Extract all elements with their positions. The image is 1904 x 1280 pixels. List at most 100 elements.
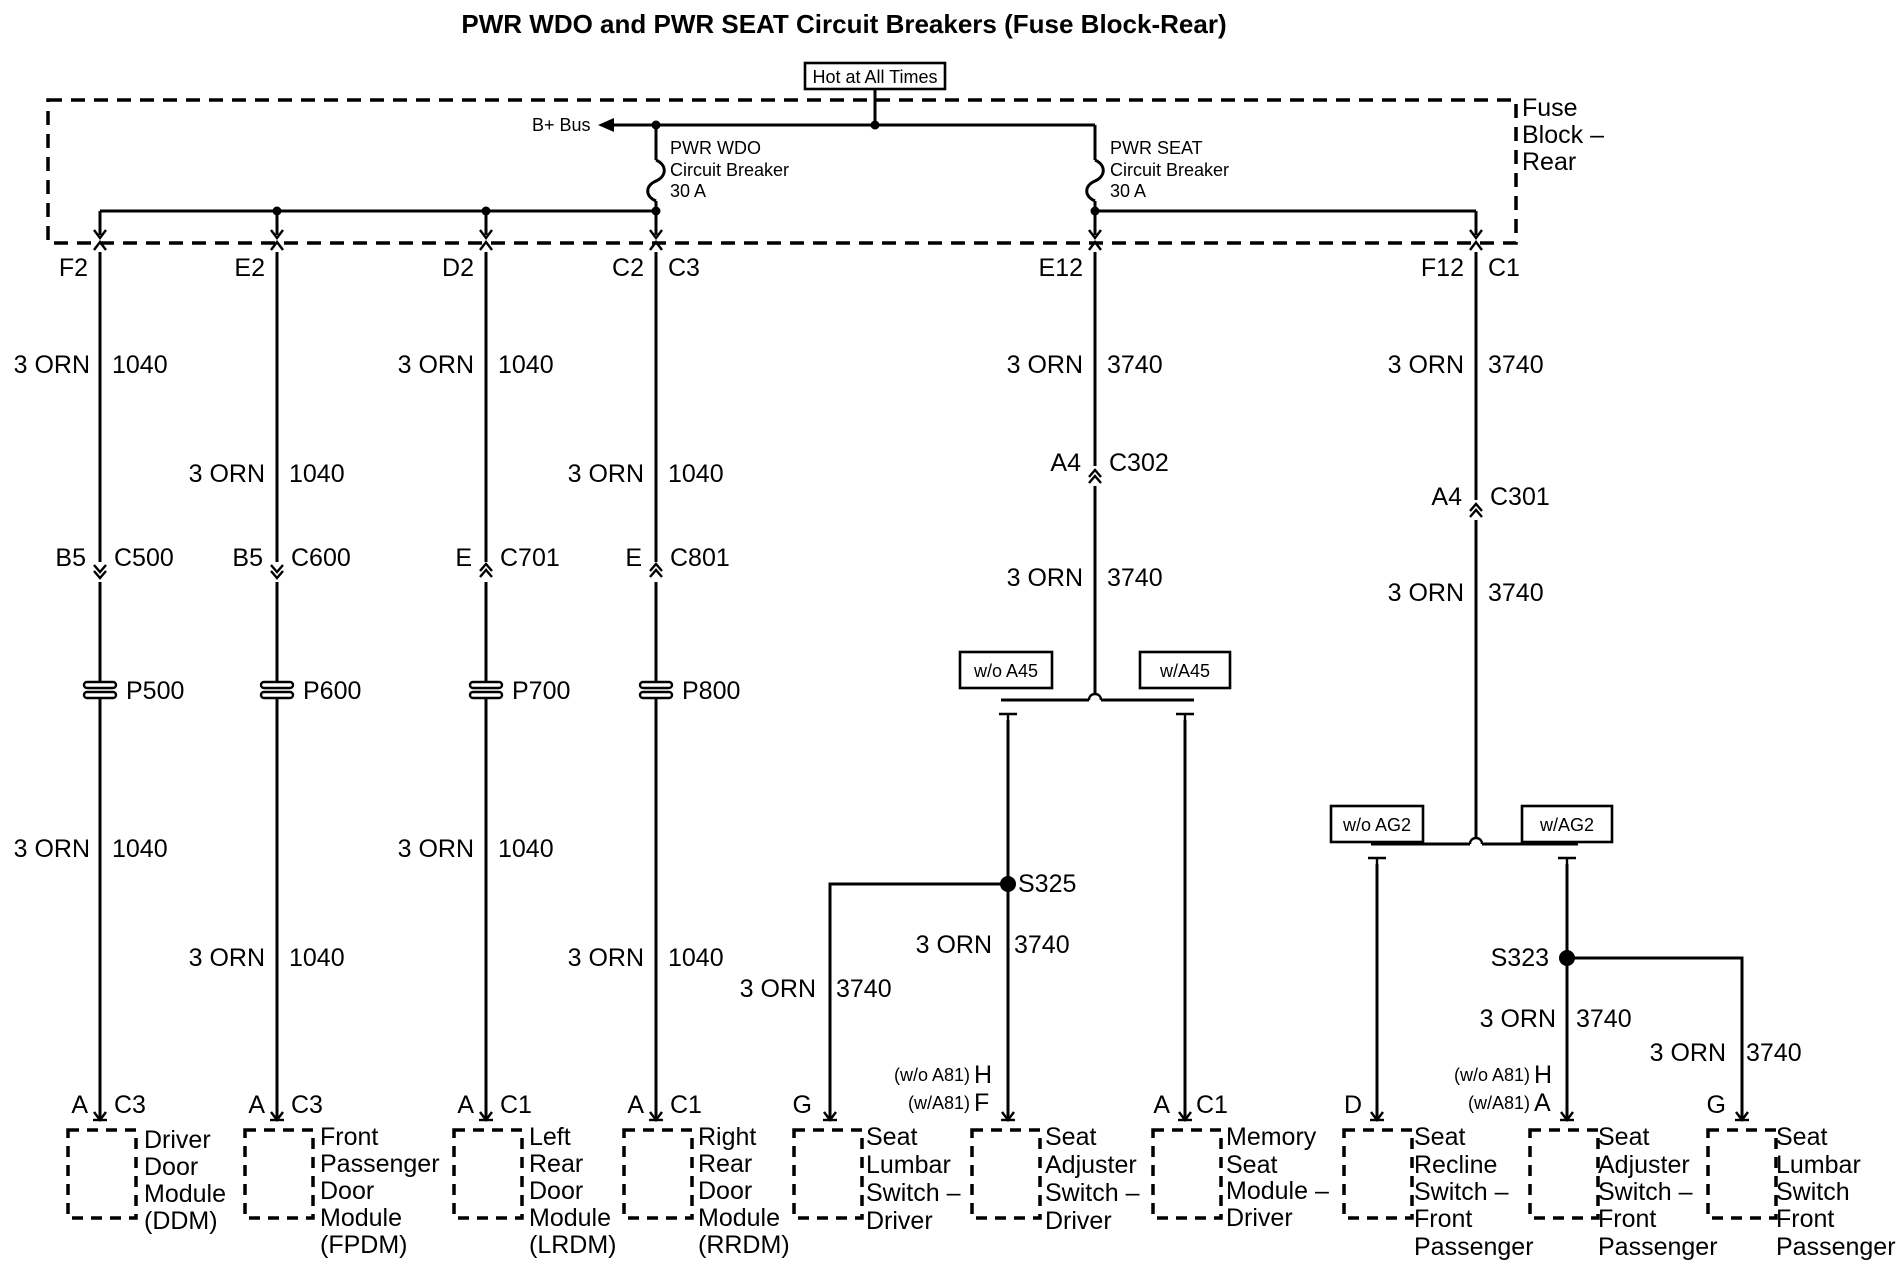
adjuster-fp-box — [1528, 1128, 1600, 1220]
wire-ddm-upper-circuit: 1040 — [112, 351, 168, 379]
wire-fpdm-lower-circuit: 1040 — [289, 944, 345, 972]
fuse-pin-connector-3-top — [649, 229, 663, 240]
lumbar-fp-name-line: Front — [1776, 1205, 1834, 1233]
wire-s325-adjuster-color: 3 ORN — [916, 931, 992, 959]
conn-c302: C302 — [1109, 449, 1169, 477]
adjuster-fp-name-line: Seat — [1598, 1123, 1649, 1151]
wire-f12-lower-color: 3 ORN — [1388, 579, 1464, 607]
adjuster-fp-name: Seat Adjuster Switch – Front Passenger — [1598, 1123, 1718, 1261]
adjuster-fp-name-line: Adjuster — [1598, 1151, 1690, 1179]
wire-s323-adjuster-color: 3 ORN — [1480, 1005, 1556, 1033]
lumbar-fp-name-line: Lumbar — [1776, 1151, 1861, 1179]
recline-fp-name-line: Recline — [1414, 1151, 1497, 1179]
lrdm-name-line: (LRDM) — [529, 1231, 617, 1259]
adjuster-driver-name-line: Driver — [1045, 1207, 1112, 1235]
option-w-ag2-label: w/AG2 — [1539, 815, 1594, 835]
memory-name-line: Memory — [1226, 1123, 1317, 1151]
crossover-ag2 — [1468, 836, 1484, 845]
pin-c2-label: C2 — [612, 254, 644, 282]
term-rrdm-conn: C1 — [670, 1091, 702, 1119]
lrdm-name-line: Module — [529, 1204, 611, 1232]
rrdm-name-line: Right — [698, 1123, 756, 1151]
plug-p600-label: P600 — [303, 677, 361, 705]
fuse-block-label-3: Rear — [1522, 148, 1576, 176]
pin-e2-label: E2 — [234, 254, 265, 282]
hot-at-all-times-label: Hot at All Times — [812, 67, 937, 87]
wire-fpdm-lower-color: 3 ORN — [189, 944, 265, 972]
wire-lrdm-lower-color: 3 ORN — [398, 835, 474, 863]
chevron-c301 — [1469, 502, 1483, 518]
wire-f12-upper-circuit: 3740 — [1488, 351, 1544, 379]
term-lrdm-pin: A — [457, 1091, 474, 1119]
conn-a4-c301: A4 — [1431, 483, 1462, 511]
option-w-a45-label: w/A45 — [1159, 661, 1210, 681]
ddm-box — [66, 1128, 138, 1220]
lumbar-fp-name: Seat Lumbar Switch Front Passenger — [1776, 1123, 1896, 1261]
plug-p500 — [82, 680, 118, 700]
option-w-a45-box — [1138, 650, 1232, 690]
wire-lrdm-lower-circuit: 1040 — [498, 835, 554, 863]
plug-p700 — [468, 680, 504, 700]
option-wo-ag2-label: w/o AG2 — [1342, 815, 1411, 835]
term-adjuster-fp-h: H — [1534, 1061, 1552, 1089]
wire-f12-upper-color: 3 ORN — [1388, 351, 1464, 379]
term-lumbar-driver-pin: G — [793, 1091, 812, 1119]
adjuster-driver-name-line: Adjuster — [1045, 1151, 1137, 1179]
wire-ddm-lower-circuit: 1040 — [112, 835, 168, 863]
lumbar-driver-name-line: Seat — [866, 1123, 917, 1151]
seat-breaker-label-1: PWR SEAT — [1110, 138, 1203, 158]
wdo-breaker-symbol — [646, 158, 666, 203]
option-hook-wo-a45 — [999, 712, 1017, 724]
b-plus-bus-arrow — [598, 118, 614, 132]
wire-s325-adjuster-circuit: 3740 — [1014, 931, 1070, 959]
adjuster-driver-name-line: Switch – — [1045, 1179, 1140, 1207]
option-wo-ag2-box — [1329, 804, 1425, 844]
b-plus-bus-label: B+ Bus — [532, 115, 591, 135]
ddm-name-line: Driver — [144, 1126, 211, 1154]
fuse-pin-connector-1-bottom — [270, 240, 284, 251]
fuse-pin-connector-4-bottom — [1088, 240, 1102, 251]
rrdm-box — [622, 1128, 694, 1220]
lumbar-fp-name-line: Switch — [1776, 1178, 1850, 1206]
pin-c3-label: C3 — [668, 254, 700, 282]
rrdm-name-line: Door — [698, 1177, 752, 1205]
lrdm-name-line: Door — [529, 1177, 583, 1205]
term-adjuster-fp-wo-a81: (w/o A81) — [1454, 1065, 1530, 1085]
adjuster-fp-name-line: Passenger — [1598, 1233, 1718, 1261]
fpdm-name-line: Module — [320, 1204, 402, 1232]
wire-lrdm-upper-circuit: 1040 — [498, 351, 554, 379]
term-fpdm-pin: A — [248, 1091, 265, 1119]
lumbar-driver-name-line: Driver — [866, 1207, 933, 1235]
splice-s325-label: S325 — [1018, 870, 1076, 898]
recline-fp-name: Seat Recline Switch – Front Passenger — [1414, 1123, 1534, 1261]
recline-fp-name-line: Seat — [1414, 1123, 1465, 1151]
lumbar-fp-box — [1706, 1128, 1778, 1220]
pin-d2-label: D2 — [442, 254, 474, 282]
fuse-pin-connector-3-bottom — [649, 240, 663, 251]
conn-c500: C500 — [114, 544, 174, 572]
adjuster-driver-name: Seat Adjuster Switch – Driver — [1045, 1123, 1140, 1235]
term-lrdm-conn: C1 — [500, 1091, 532, 1119]
diagram-title: PWR WDO and PWR SEAT Circuit Breakers (F… — [461, 9, 1226, 39]
lumbar-driver-name: Seat Lumbar Switch – Driver — [866, 1123, 961, 1235]
term-memory-conn: C1 — [1196, 1091, 1228, 1119]
chevron-c302 — [1088, 468, 1102, 484]
pin-c1-label: C1 — [1488, 254, 1520, 282]
conn-e-rrdm: E — [625, 544, 642, 572]
memory-box — [1151, 1128, 1223, 1220]
adjuster-driver-name-line: Seat — [1045, 1123, 1096, 1151]
conn-c301: C301 — [1490, 483, 1550, 511]
conn-b5-fpdm: B5 — [232, 544, 263, 572]
pin-e12-label: E12 — [1039, 254, 1083, 282]
wire-e12-upper-circuit: 3740 — [1107, 351, 1163, 379]
conn-a4-c302: A4 — [1050, 449, 1081, 477]
fuse-pin-connector-0-bottom — [93, 240, 107, 251]
crossover-a45 — [1087, 692, 1103, 701]
plug-p700-label: P700 — [512, 677, 570, 705]
wire-s323-adjuster-circuit: 3740 — [1576, 1005, 1632, 1033]
option-w-ag2-box — [1520, 804, 1614, 844]
rrdm-name-line: Rear — [698, 1150, 752, 1178]
term-adjuster-driver-f: F — [974, 1089, 989, 1117]
adjuster-driver-box — [970, 1128, 1042, 1220]
